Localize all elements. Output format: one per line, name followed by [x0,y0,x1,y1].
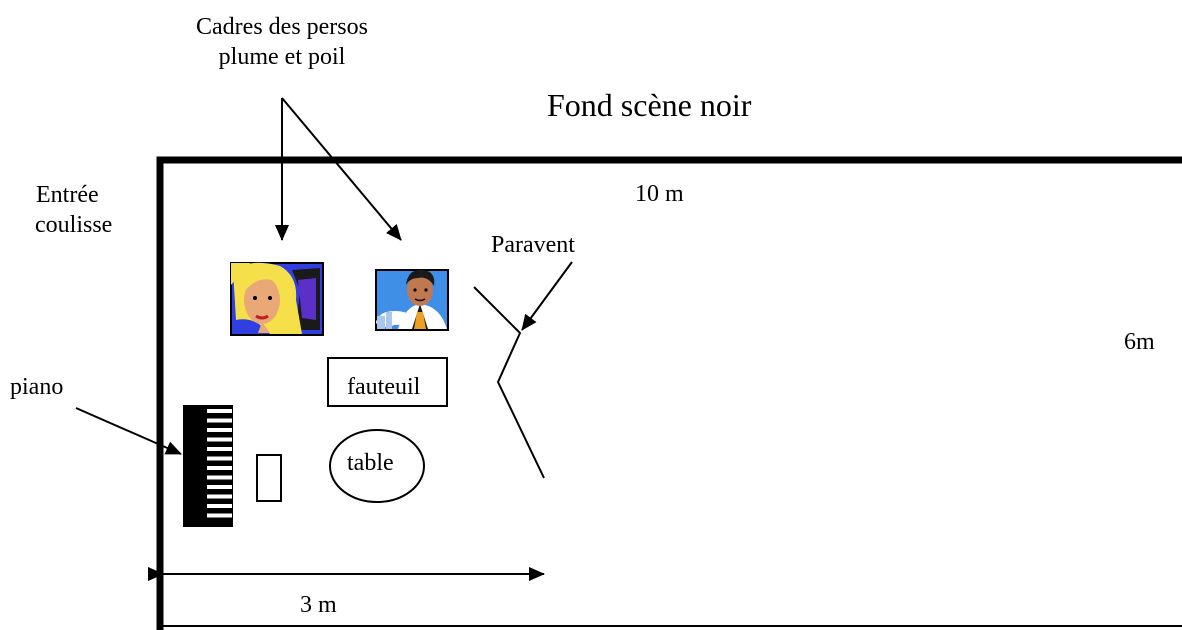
piano-key [207,409,232,413]
width-dimension-label: 10 m [635,181,684,202]
entry-label: Entrée coulisse [35,180,113,240]
depth-dimension-label: 6m [1124,329,1155,355]
armchair-label: fauteuil [347,374,421,400]
piano-key [207,418,232,423]
piano-key [207,494,232,499]
armchair [327,357,448,407]
piano-key [207,475,232,480]
table [329,429,425,503]
piano-stool [256,454,282,502]
piano-key [207,447,232,451]
floor-span-label: 3 m [300,592,337,618]
frames-label-line1: Cadres des persos [196,14,368,40]
backdrop-label: Fond scène noir [547,87,752,123]
piano-key [207,513,232,518]
screen-label: Paravent [491,232,575,258]
piano-key [207,504,232,508]
piano-label: piano [10,374,64,400]
screen-paravent [473,286,545,479]
piano-key [207,466,232,470]
stage-outline [156,156,1182,630]
frames-label: Cadres des persos plume et poil [164,12,400,72]
piano-arrow [75,407,182,455]
piano-key [207,456,232,461]
piano-key [207,437,232,442]
woman-at-computer-icon [230,262,324,336]
frames-label-line2: plume et poil [218,44,346,70]
piano [183,405,233,527]
piano-key [207,428,232,432]
screen-arrow [521,261,573,331]
businessman-icon [375,269,449,331]
entry-label-line2: coulisse [35,212,113,238]
entry-label-line1: Entrée [36,182,99,208]
frames-arrow-right [281,97,402,241]
piano-key [207,485,232,489]
table-label: table [347,450,394,476]
